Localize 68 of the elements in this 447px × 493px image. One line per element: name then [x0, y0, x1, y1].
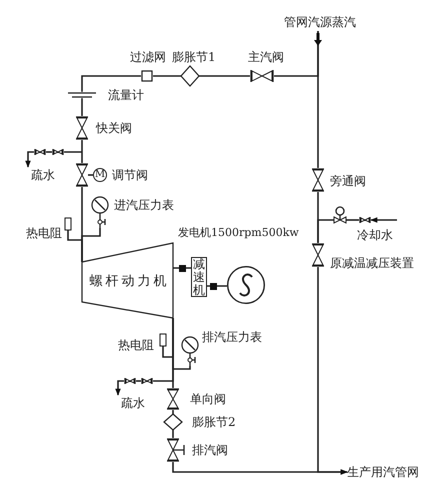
pipe-end-label: 疏水 — [22, 167, 52, 183]
pipe-line — [317, 31, 319, 168]
valve-symbol — [359, 217, 371, 223]
component-label: 排汽阀 — [192, 443, 228, 457]
flow-label: 发电机1500rpm500kw — [178, 226, 299, 240]
generator-symbol — [227, 266, 265, 304]
flow-label: 冷却水 — [357, 228, 393, 242]
pipe-line — [317, 219, 334, 243]
component-label: 过滤网 — [130, 50, 166, 64]
temperature-sensor-symbol — [160, 334, 166, 346]
pipe-end-label: 生产用汽管网 — [347, 464, 427, 480]
component-label: 热电阻 — [26, 226, 62, 240]
component-label: 旁通阀 — [330, 174, 366, 188]
pipe-arrow — [370, 217, 397, 223]
valve-symbol — [34, 149, 46, 155]
pipe-end-label: 疏水 — [112, 395, 148, 411]
flow-label: 调节阀 — [112, 168, 148, 182]
valve-symbol — [312, 168, 324, 192]
pipe-line — [153, 318, 174, 382]
pressure-gauge-symbol — [181, 336, 199, 366]
temperature-sensor-symbol — [65, 218, 71, 230]
flow-meter-symbol — [68, 91, 96, 99]
valve-symbol — [334, 206, 346, 223]
pipe-line — [153, 75, 181, 77]
component-label: 进汽压力表 — [114, 198, 174, 212]
pipe-arrow — [317, 267, 348, 475]
pipe-line — [172, 410, 174, 414]
filter-symbol — [141, 71, 153, 81]
component-label: 热电阻 — [118, 338, 154, 352]
pipe-line — [346, 219, 359, 221]
pipe-line — [64, 151, 82, 153]
pipe-line — [81, 140, 83, 163]
component-label: 膨胀节2 — [192, 415, 236, 429]
pipe-line — [81, 75, 141, 91]
valve-symbol — [250, 70, 274, 82]
valve-symbol — [167, 438, 185, 462]
valve-symbol — [76, 116, 88, 140]
component-label: 流量计 — [108, 88, 144, 102]
gearbox-box: 减速机 — [191, 257, 207, 297]
pipe-arrow — [115, 380, 124, 396]
motor-actuator-symbol: M — [93, 168, 107, 182]
pipe-line — [46, 151, 52, 153]
expansion-joint-symbol — [164, 414, 182, 430]
valve-symbol — [124, 378, 136, 384]
expansion-joint-symbol — [181, 66, 199, 86]
pipe-line — [199, 75, 250, 77]
pipe-line — [172, 430, 174, 438]
valve-symbol — [167, 388, 179, 410]
component-label: 原减温减压装置 — [330, 256, 414, 270]
turbine-body: 螺杆动力机 — [82, 243, 173, 318]
pipe-line — [67, 230, 83, 262]
pipe-line — [173, 267, 191, 269]
component-label: 排汽压力表 — [202, 330, 262, 344]
pipe-line — [136, 380, 141, 382]
pipe-end-label: 管网汽源蒸汽 — [284, 14, 356, 30]
pipe-line — [207, 285, 227, 287]
valve-symbol — [141, 378, 153, 384]
component-label: 单向阀 — [190, 392, 226, 406]
pipe-arrow — [25, 151, 34, 168]
pipe-line — [88, 174, 93, 176]
component-label: 膨胀节1 — [172, 50, 216, 64]
component-label: 主汽阀 — [248, 50, 284, 64]
valve-symbol — [52, 149, 64, 155]
valve-symbol — [76, 163, 88, 187]
pressure-gauge-symbol — [91, 196, 109, 228]
valve-symbol — [312, 243, 324, 267]
component-label: 快关阀 — [96, 121, 132, 135]
pipe-line — [81, 99, 83, 116]
